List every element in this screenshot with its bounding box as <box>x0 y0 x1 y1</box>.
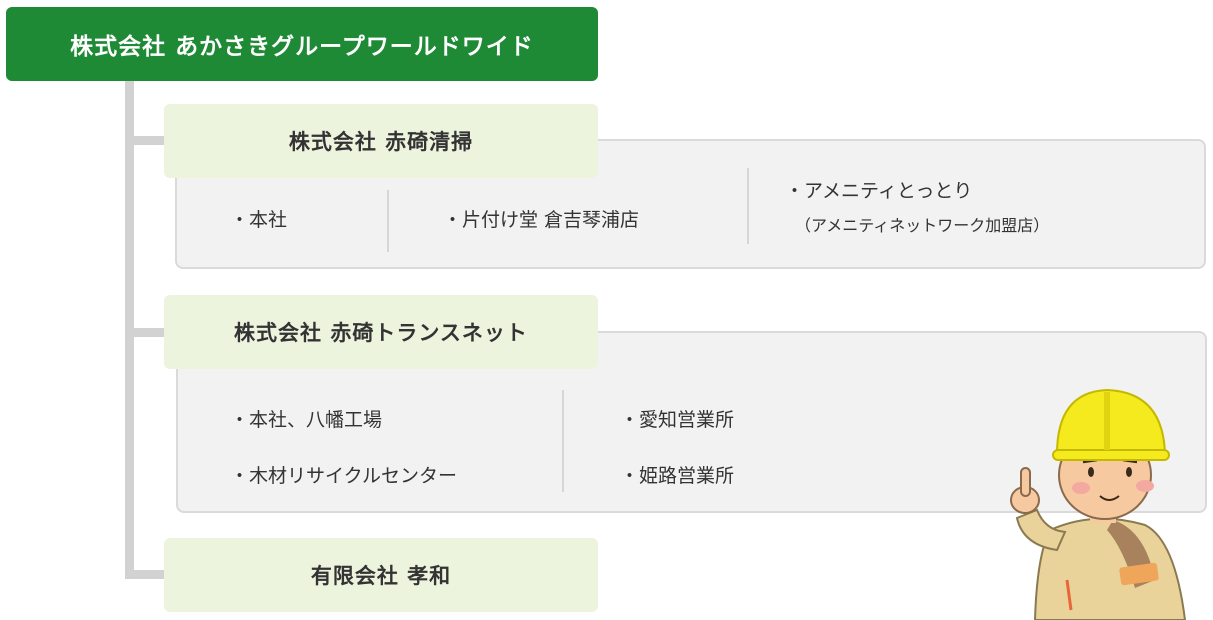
company-box-2: 株式会社 赤碕トランスネット <box>164 295 598 369</box>
column-divider <box>747 168 749 244</box>
location-item: ・姫路営業所 <box>620 465 735 487</box>
branch-line-2 <box>125 328 167 337</box>
company-box-3: 有限会社 孝和 <box>164 538 598 612</box>
company-name-3: 有限会社 孝和 <box>310 564 452 588</box>
worker-with-helmet-pointing-icon <box>1010 388 1187 620</box>
branch-line-1 <box>125 136 167 145</box>
location-item: ・アメニティとっとり <box>785 180 973 202</box>
location-item: ・片付け堂 倉吉琴浦店 <box>443 209 640 231</box>
company-name-1: 株式会社 赤碕清掃 <box>288 130 474 154</box>
location-item: ・本社、八幡工場 <box>230 409 383 431</box>
company-box-1: 株式会社 赤碕清掃 <box>164 104 598 178</box>
root-company-name: 株式会社 あかさきグループワールドワイド <box>70 34 534 60</box>
location-item-note: （アメニティネットワーク加盟店） <box>795 216 1050 235</box>
column-divider <box>562 390 564 492</box>
column-divider <box>387 190 389 252</box>
location-item: ・本社 <box>230 209 288 231</box>
root-company-box: 株式会社 あかさきグループワールドワイド <box>6 7 598 81</box>
location-item: ・愛知営業所 <box>620 409 735 431</box>
location-item: ・木材リサイクルセンター <box>230 465 458 487</box>
company-name-2: 株式会社 赤碕トランスネット <box>234 321 528 345</box>
branch-line-3 <box>125 570 167 579</box>
